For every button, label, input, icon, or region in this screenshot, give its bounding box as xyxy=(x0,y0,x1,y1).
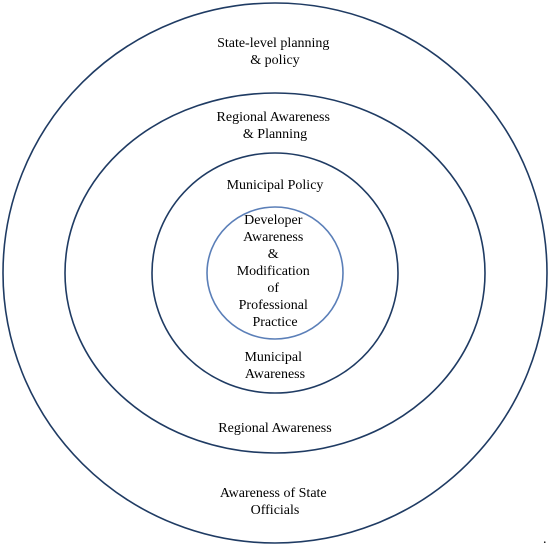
ring-developer xyxy=(206,206,344,340)
ring-regional xyxy=(64,92,486,454)
municipal-bottom-label: Municipal Awareness xyxy=(244,350,305,382)
municipal-top-label: Municipal Policy xyxy=(227,178,324,193)
state-top-label: State-level planning & policy xyxy=(217,36,333,68)
regional-bottom-label: Regional Awareness xyxy=(218,421,331,436)
ring-municipal xyxy=(151,152,399,394)
developer-center-label: Developer Awareness & Modification of Pr… xyxy=(237,213,314,330)
state-bottom-label: Awareness of State Officials xyxy=(220,486,330,518)
regional-top-label: Regional Awareness & Planning xyxy=(217,110,334,142)
trailing-mark: . xyxy=(543,532,547,545)
